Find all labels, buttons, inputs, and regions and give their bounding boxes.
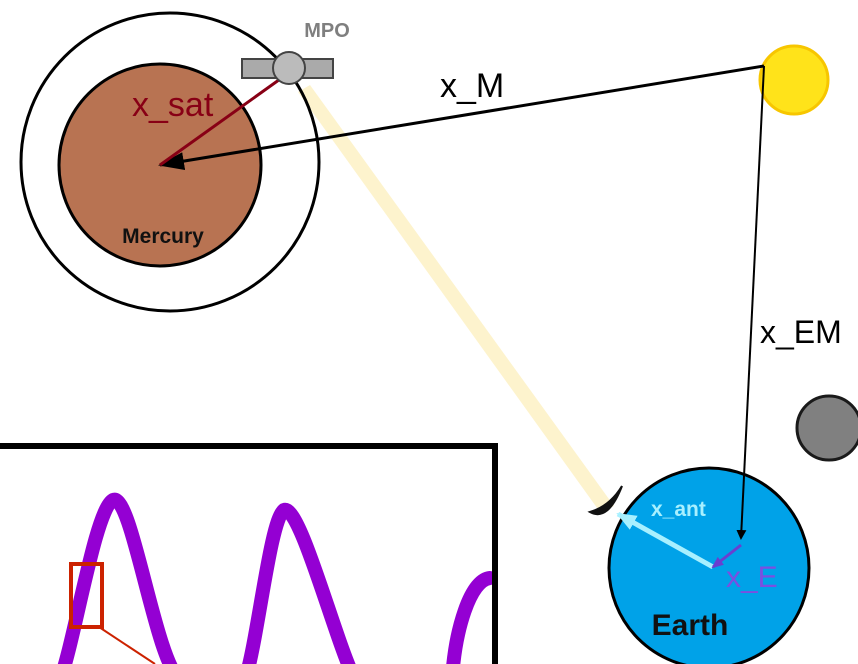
- vector-x-e: [711, 543, 742, 569]
- sun: [758, 44, 830, 116]
- vector-x-ant: [616, 511, 715, 570]
- signal-inset-panel: [0, 443, 498, 664]
- vector-x-m: [158, 64, 765, 170]
- earth-label: Earth: [652, 609, 729, 642]
- vector-x-em-label: x_EM: [760, 314, 842, 350]
- vector-x-sat-label: x_sat: [132, 86, 214, 124]
- moon: [795, 394, 858, 462]
- signal-waveform: [57, 493, 494, 664]
- zoom-leader-line: [98, 626, 156, 664]
- vector-x-e-label: x_E: [726, 561, 778, 594]
- mercury-orbit: [19, 11, 321, 313]
- signal-beam: [298, 85, 614, 512]
- inset-frame: [0, 443, 498, 664]
- dish-antenna-icon: [587, 485, 623, 516]
- zoom-box: [69, 562, 104, 629]
- vector-x-sat: [159, 70, 292, 167]
- mercury-label: Mercury: [122, 225, 204, 248]
- spacecraft-label: MPO: [304, 20, 350, 42]
- vector-x-em: [736, 65, 765, 540]
- vector-x-ant-label: x_ant: [651, 498, 706, 521]
- satellite-icon: [241, 51, 334, 85]
- vector-x-m-label: x_M: [440, 67, 504, 105]
